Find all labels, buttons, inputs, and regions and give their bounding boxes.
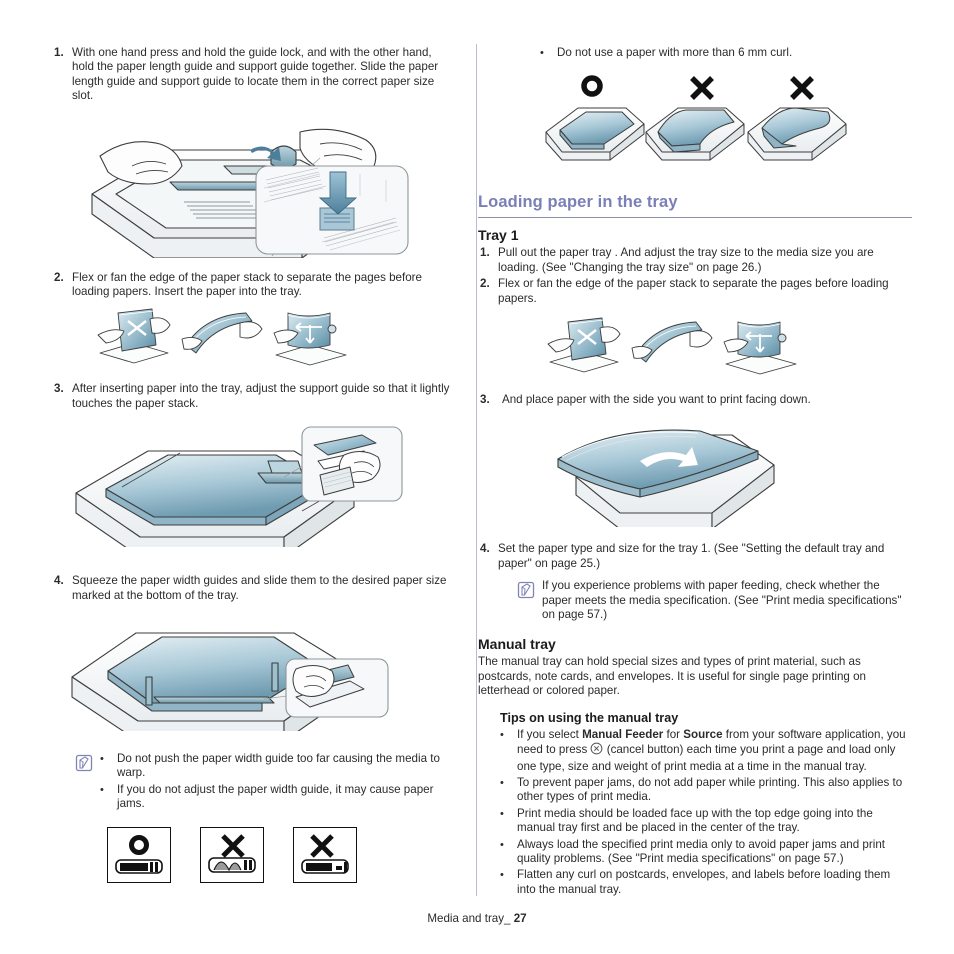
cancel-button-icon [590, 742, 603, 758]
flex-fan-paper-illustration-right [540, 314, 912, 383]
tip-0-bold-manual-feeder: Manual Feeder [582, 727, 664, 741]
tip-0-part-2: for [663, 727, 684, 741]
left-note: • Do not push the paper width guide too … [74, 752, 452, 813]
tip-0-part-6: (cancel button) each time you print a pa… [517, 743, 896, 773]
bullet-dot-icon: • [540, 47, 544, 59]
correct-width-guide-icon [107, 826, 171, 883]
left-note-bullet-0: • Do not push the paper width guide too … [100, 752, 452, 781]
left-step-2-text: Flex or fan the edge of the paper stack … [72, 270, 422, 299]
left-note-bullet-1-text: If you do not adjust the paper width gui… [117, 782, 434, 811]
tray1-step-4-number: 4. [480, 542, 490, 556]
section-heading-loading-paper: Loading paper in the tray [478, 193, 912, 219]
support-guide-adjust-illustration [62, 417, 452, 558]
manual-tray-tip-4-text: Flatten any curl on postcards, envelopes… [517, 868, 891, 896]
subheading-tray-1: Tray 1 [478, 227, 519, 244]
tray1-step-3: 3. And place paper with the side you wan… [478, 393, 912, 407]
ok-circle-mark [581, 75, 603, 98]
right-top-bullet-text: Do not use a paper with more than 6 mm c… [557, 46, 793, 59]
paper-curl-examples-illustration [534, 70, 912, 171]
footer-label: Media and tray_ [427, 912, 511, 925]
bullet-dot-icon: • [500, 728, 504, 741]
tray1-note: If you experience problems with paper fe… [516, 579, 912, 622]
left-step-4-text: Squeeze the paper width guides and slide… [72, 574, 447, 602]
flex-fan-paper-illustration [90, 305, 452, 374]
column-divider [476, 44, 477, 896]
left-note-body: • Do not push the paper width guide too … [100, 752, 452, 813]
left-note-bullet-0-text: Do not push the paper width guide too fa… [117, 752, 440, 780]
manual-tray-tip-1-text: To prevent paper jams, do not add paper … [517, 775, 903, 804]
incorrect-width-guide-icon-2 [293, 826, 357, 883]
bullet-dot-icon: • [100, 753, 104, 766]
width-guide-icon-boxes [52, 826, 452, 883]
tray-paper-facing-down-illustration [544, 417, 912, 532]
manual-tray-tip-2-text: Print media should be loaded face up wit… [517, 806, 873, 835]
tray1-step-1-number: 1. [480, 246, 490, 260]
manual-tray-tip-1: • To prevent paper jams, do not add pape… [478, 776, 912, 805]
left-step-3: 3. After inserting paper into the tray, … [52, 382, 452, 411]
manual-tray-tip-4: • Flatten any curl on postcards, envelop… [478, 868, 912, 897]
tray1-step-2-text: Flex or fan the edge of the paper stack … [498, 277, 889, 305]
left-step-4: 4. Squeeze the paper width guides and sl… [52, 574, 452, 603]
tip-0-part-4: from your software application, you need… [517, 727, 906, 757]
paper-width-guide-illustration [58, 611, 452, 742]
tray1-step-3-number: 3. [480, 393, 490, 407]
manual-tray-tip-3: • Always load the specified print media … [478, 838, 912, 867]
left-step-3-text: After inserting paper into the tray, adj… [72, 382, 450, 410]
tip-0-part-0: If you select [517, 727, 583, 741]
left-step-4-number: 4. [54, 574, 64, 588]
bullet-dot-icon: • [500, 838, 504, 851]
left-step-2: 2. Flex or fan the edge of the paper sta… [52, 271, 452, 300]
manual-tray-tip-0-text: If you select Manual Feeder for Source f… [517, 728, 912, 774]
tray1-step-1: 1. Pull out the paper tray . And adjust … [478, 246, 912, 275]
bullet-dot-icon: • [500, 807, 504, 820]
bullet-dot-icon: • [100, 783, 104, 796]
note-pencil-icon [516, 579, 542, 605]
left-column: 1. With one hand press and hold the guid… [52, 46, 452, 883]
manual-tray-tip-2: • Print media should be loaded face up w… [478, 807, 912, 836]
x-cross-mark-2 [790, 76, 814, 101]
manual-tray-tip-0: • If you select Manual Feeder for Source… [478, 728, 912, 774]
subheading-tips-manual-tray: Tips on using the manual tray [500, 710, 679, 725]
left-step-1-text: With one hand press and hold the guide l… [72, 46, 439, 103]
footer-page-number: 27 [513, 912, 527, 925]
right-top-bullet: • Do not use a paper with more than 6 mm… [478, 46, 912, 60]
tray1-step-2: 2. Flex or fan the edge of the paper sta… [478, 277, 912, 306]
tray1-step-4: 4. Set the paper type and size for the t… [478, 542, 912, 571]
x-cross-mark-1 [690, 76, 714, 101]
note-pencil-icon [74, 752, 100, 778]
incorrect-width-guide-icon-1 [200, 826, 264, 883]
tray1-note-text: If you experience problems with paper fe… [542, 579, 902, 622]
page-footer: Media and tray_ 27 [0, 912, 954, 925]
manual-tray-paragraph: The manual tray can hold special sizes a… [478, 655, 866, 698]
left-step-3-number: 3. [54, 382, 64, 396]
subheading-manual-tray: Manual tray [478, 636, 556, 653]
left-step-1: 1. With one hand press and hold the guid… [52, 46, 452, 104]
left-step-1-number: 1. [54, 46, 64, 59]
tray1-step-3-text: And place paper with the side you want t… [502, 393, 811, 407]
tray1-step-2-number: 2. [480, 277, 490, 291]
left-note-bullet-1: • If you do not adjust the paper width g… [100, 783, 452, 812]
manual-tray-tip-3-text: Always load the specified print media on… [517, 837, 885, 865]
tray-guide-lock-illustration [74, 110, 452, 263]
bullet-dot-icon: • [500, 776, 504, 789]
tray1-step-4-text: Set the paper type and size for the tray… [498, 542, 885, 570]
tip-0-bold-source: Source [683, 727, 723, 741]
tray1-step-1-text: Pull out the paper tray . And adjust the… [498, 246, 874, 274]
left-step-2-number: 2. [54, 270, 64, 284]
right-column: • Do not use a paper with more than 6 mm… [478, 46, 912, 898]
bullet-dot-icon: • [500, 869, 504, 882]
